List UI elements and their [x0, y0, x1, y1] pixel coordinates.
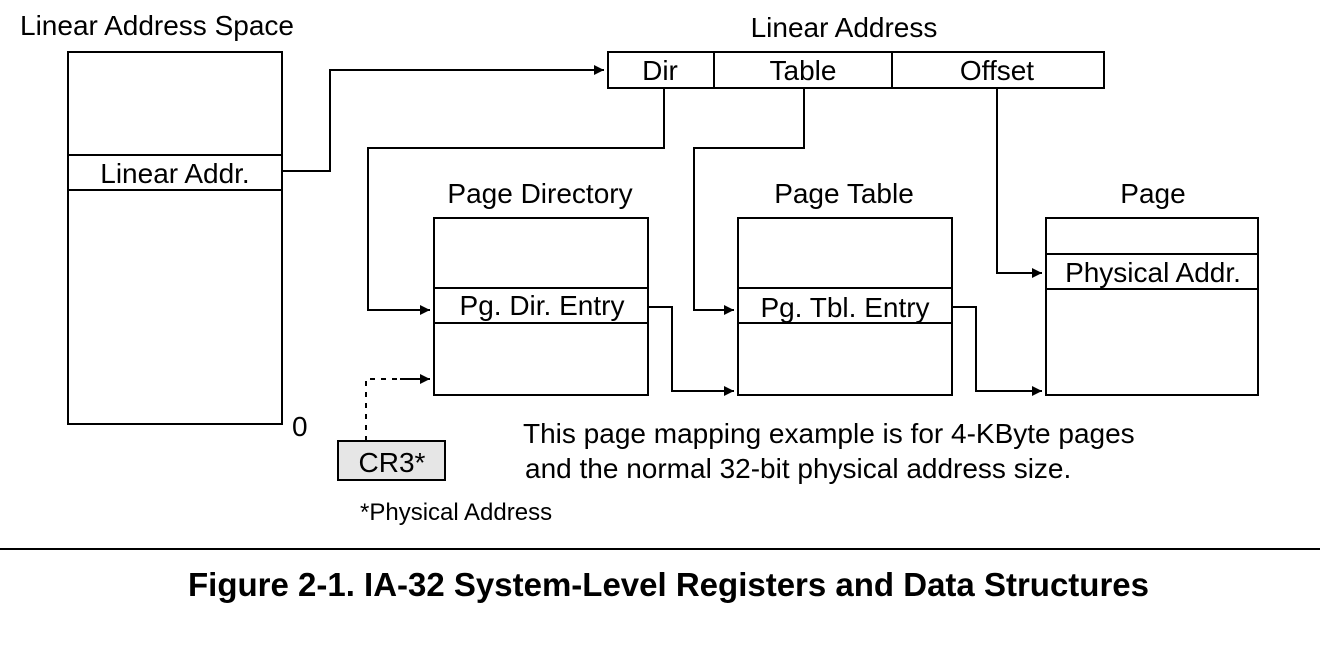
- page-tbl-entry: Pg. Tbl. Entry: [760, 292, 929, 323]
- dir-entry-to-page-table-arrow: [648, 306, 734, 396]
- page-directory-title: Page Directory: [447, 178, 632, 209]
- note-line-1: This page mapping example is for 4-KByte…: [523, 418, 1135, 449]
- tbl-entry-to-page-arrow: [952, 306, 1042, 396]
- note-line-2: and the normal 32-bit physical address s…: [525, 453, 1071, 484]
- linear-addr-to-register-arrow: [282, 65, 604, 172]
- figure-caption: Figure 2-1. IA-32 System-Level Registers…: [188, 566, 1149, 603]
- linear-address-title: Linear Address: [751, 12, 938, 43]
- linear-address-space-title: Linear Address Space: [20, 10, 294, 41]
- cr3-register: CR3* *Physical Address: [337, 440, 552, 526]
- linear-address-space-box: [67, 51, 283, 425]
- page-table-title: Page Table: [774, 178, 914, 209]
- cr3-label: CR3*: [359, 447, 426, 478]
- page-directory-box: [433, 217, 649, 396]
- offset-field: Offset: [960, 55, 1034, 86]
- page-box: [1045, 217, 1259, 396]
- linear-address-box: [607, 51, 1105, 89]
- zero-label: 0: [292, 411, 308, 442]
- linear-address-space: Linear Address Space Linear Addr. 0: [20, 10, 308, 442]
- physical-addr-entry: Physical Addr.: [1065, 257, 1241, 288]
- dir-to-page-directory-arrow: [367, 88, 665, 315]
- cr3-box: [337, 440, 446, 481]
- page-table: Page Table Pg. Tbl. Entry: [737, 178, 953, 396]
- linear-address: Linear Address Dir Table Offset: [607, 12, 1105, 89]
- page-title: Page: [1120, 178, 1185, 209]
- page-dir-entry: Pg. Dir. Entry: [460, 290, 625, 321]
- page-directory: Page Directory Pg. Dir. Entry: [433, 178, 649, 396]
- linear-addr-entry: Linear Addr.: [100, 158, 249, 189]
- table-to-page-table-arrow: [693, 88, 805, 315]
- page: Page Physical Addr.: [1045, 178, 1259, 396]
- offset-to-page-arrow: [996, 88, 1042, 278]
- connectors: [282, 65, 1042, 441]
- dir-field: Dir: [642, 55, 678, 86]
- table-field: Table: [770, 55, 837, 86]
- mapping-note: This page mapping example is for 4-KByte…: [523, 418, 1135, 484]
- cr3-footnote: *Physical Address: [360, 499, 552, 526]
